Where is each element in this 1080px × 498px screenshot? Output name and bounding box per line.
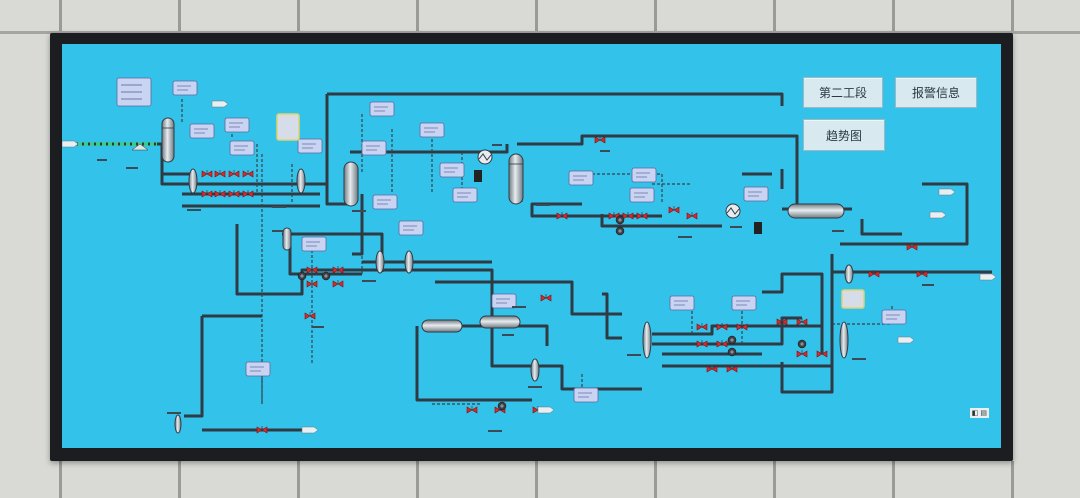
heat-exchanger-icon <box>725 203 741 219</box>
wall-seam <box>1011 461 1014 498</box>
settings-icon[interactable]: ▤ <box>980 409 987 417</box>
wall-seam <box>59 461 62 498</box>
wall-seam <box>654 461 657 498</box>
indicator-icon <box>754 222 762 234</box>
wall-seam <box>0 31 1080 34</box>
wall-seam <box>178 0 181 33</box>
equipment-tag-marks <box>97 144 934 432</box>
trend-chart-button[interactable]: 趋势图 <box>803 119 885 151</box>
column-icon <box>343 161 359 207</box>
wall-seam <box>654 0 657 33</box>
wall-seam <box>892 461 895 498</box>
tank-icon <box>421 203 845 333</box>
nav-icon[interactable]: ◧ <box>971 409 979 417</box>
pump-icon <box>297 215 807 411</box>
column-icon <box>282 227 292 251</box>
heat-exchanger-icon <box>477 149 493 165</box>
alarm-info-button[interactable]: 报警信息 <box>895 77 977 108</box>
column-icon <box>508 153 524 205</box>
indicator-icon <box>474 170 482 182</box>
column-icon <box>161 117 175 163</box>
stage-two-button[interactable]: 第二工段 <box>803 77 883 108</box>
process-screen: 第二工段 报警信息 趋势图 ◧ ▤ <box>62 44 1001 448</box>
wall-seam <box>297 0 300 33</box>
wall-seam <box>416 0 419 33</box>
heat-exchanger-icon <box>174 168 854 434</box>
wall-seam <box>535 461 538 498</box>
wall-seam <box>1011 0 1014 33</box>
instrument-panel <box>116 77 907 403</box>
wall-seam <box>297 461 300 498</box>
wall-seam <box>773 0 776 33</box>
wall-seam <box>892 0 895 33</box>
wall-seam <box>59 0 62 33</box>
corner-toolbar[interactable]: ◧ ▤ <box>969 408 989 418</box>
wall-seam <box>535 0 538 33</box>
wall-seam <box>416 461 419 498</box>
wall-seam <box>178 461 181 498</box>
wall-seam <box>773 461 776 498</box>
process-flow-diagram <box>62 77 997 434</box>
